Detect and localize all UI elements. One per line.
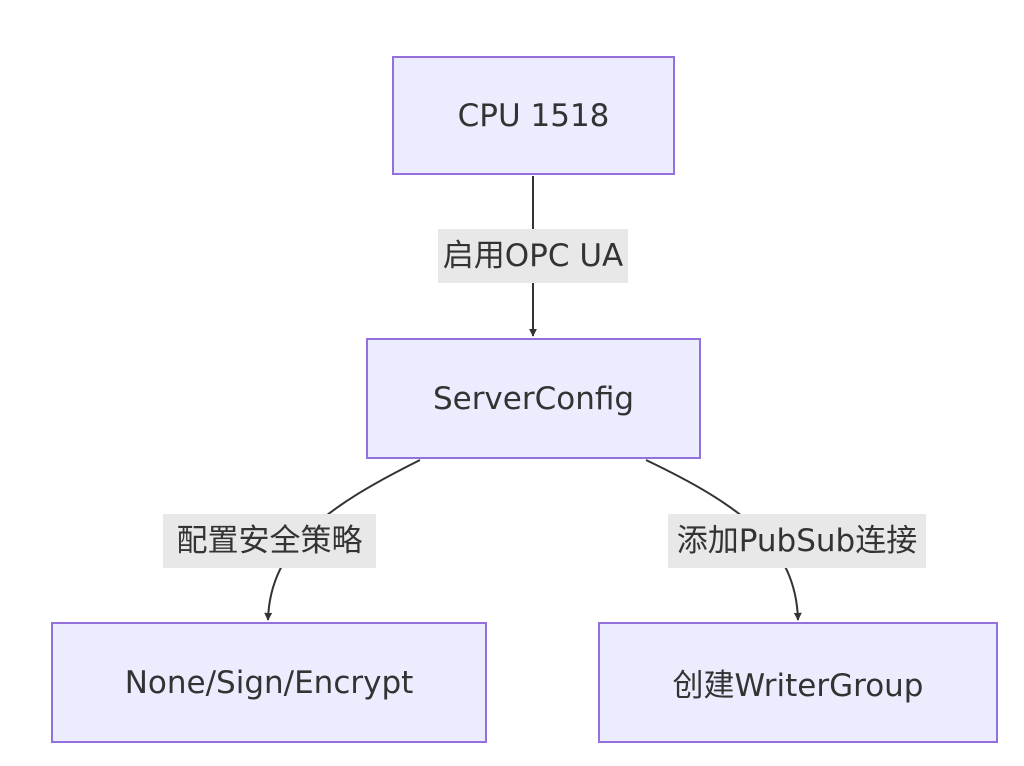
edge-label-configure-security: 配置安全策略 (163, 514, 376, 568)
edge-label-add-pubsub: 添加PubSub连接 (668, 514, 926, 568)
node-cpu-1518: CPU 1518 (392, 56, 675, 175)
node-writer-group: 创建WriterGroup (598, 622, 998, 743)
node-server-config: ServerConfig (366, 338, 701, 459)
edge-label-enable-opc-ua: 启用OPC UA (438, 229, 628, 283)
node-security-modes: None/Sign/Encrypt (51, 622, 487, 743)
